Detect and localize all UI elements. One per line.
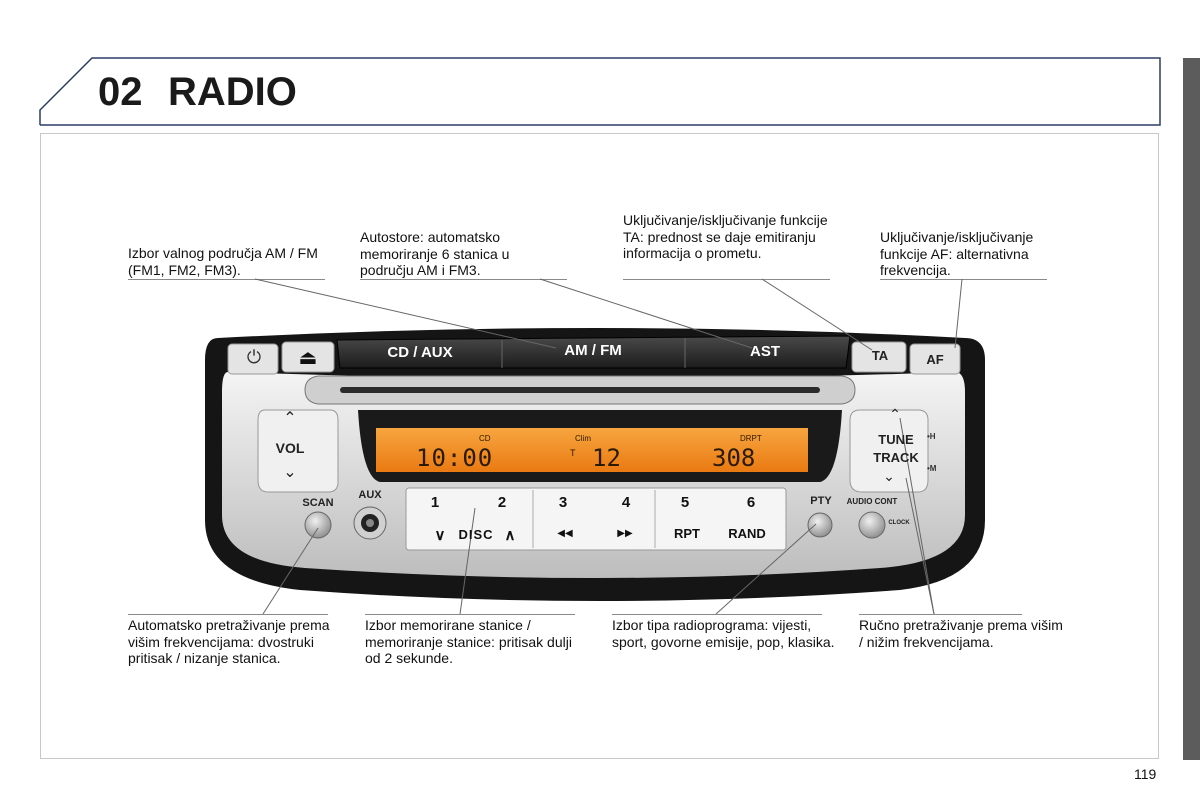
vol-rocker bbox=[257, 409, 339, 493]
vol-down-icon[interactable]: ⌄ bbox=[283, 464, 297, 481]
callout-band: Izbor valnog područja AM / FM (FM1, FM2,… bbox=[128, 245, 318, 278]
scan-knob bbox=[304, 511, 332, 539]
tune-rocker bbox=[849, 409, 929, 493]
preset-5-sub: RPT bbox=[674, 526, 700, 541]
preset-1-button[interactable]: 1 bbox=[430, 494, 440, 511]
display-range: 308 bbox=[712, 444, 756, 472]
callout-af: Uključivanje/isključivanje funkcije AF: … bbox=[880, 229, 1034, 278]
callout-rule bbox=[128, 279, 325, 280]
top-button-strip bbox=[336, 335, 851, 369]
aux-label: AUX bbox=[358, 489, 382, 501]
audio-cont-label[interactable]: AUDIO CONT bbox=[846, 497, 898, 506]
chapter-number: 02 bbox=[98, 70, 143, 114]
af-button-label[interactable]: AF bbox=[926, 352, 944, 367]
callout-preset: Izbor memorirane stanice / memoriranje s… bbox=[365, 617, 572, 666]
preset-4-sub: ▶▶ bbox=[617, 528, 633, 539]
side-tab bbox=[1183, 58, 1200, 760]
disc-label: DISC bbox=[458, 527, 494, 542]
callout-scan: Automatsko pretraživanje prema višim fre… bbox=[128, 617, 330, 666]
cd-slot bbox=[340, 387, 820, 393]
audio-cont-knob bbox=[858, 511, 886, 539]
display-clim-indicator: Clim bbox=[575, 434, 591, 443]
display-cd-indicator: CD bbox=[479, 434, 491, 443]
track-label: TRACK bbox=[873, 450, 919, 465]
callout-rule bbox=[365, 614, 575, 615]
callout-rule bbox=[880, 279, 1047, 280]
power-button bbox=[227, 343, 279, 375]
clock-label[interactable]: CLOCK bbox=[888, 520, 910, 526]
callout-pty: Izbor tipa radioprograma: vijesti, sport… bbox=[612, 617, 835, 650]
eject-button bbox=[281, 341, 335, 373]
ast-button[interactable]: AST bbox=[750, 343, 780, 360]
eject-icon[interactable]: ⏏ bbox=[298, 347, 318, 369]
callout-rule bbox=[859, 614, 1022, 615]
preset-panel bbox=[405, 487, 787, 551]
page-number: 119 bbox=[1134, 766, 1157, 782]
tune-up-icon[interactable]: ⌃ bbox=[889, 406, 901, 422]
preset-6-button[interactable]: 6 bbox=[746, 494, 756, 511]
callout-manual: Ručno pretraživanje prema višim / nižim … bbox=[859, 617, 1063, 650]
preset-1-sub: ∨ bbox=[434, 527, 446, 544]
display-drpt-indicator: DRPT bbox=[740, 434, 762, 443]
tune-side-m: •M bbox=[927, 464, 937, 473]
callout-rule bbox=[612, 614, 822, 615]
callout-rule bbox=[128, 614, 328, 615]
display-screen bbox=[376, 428, 808, 472]
vol-label: VOL bbox=[275, 440, 305, 456]
callout-ta: Uključivanje/isključivanje funkcije TA: … bbox=[623, 212, 828, 261]
display-temp: 12 bbox=[592, 444, 621, 472]
tune-label: TUNE bbox=[878, 432, 914, 447]
content-box bbox=[40, 133, 1159, 759]
preset-3-sub: ◀◀ bbox=[557, 528, 573, 539]
preset-5-button[interactable]: 5 bbox=[680, 494, 690, 511]
vol-up-icon[interactable]: ⌃ bbox=[283, 410, 297, 427]
preset-4-button[interactable]: 4 bbox=[621, 494, 631, 511]
preset-2-button[interactable]: 2 bbox=[497, 494, 507, 511]
display-t-indicator: T bbox=[570, 448, 576, 458]
tune-down-icon[interactable]: ⌄ bbox=[883, 468, 895, 484]
scan-label[interactable]: SCAN bbox=[302, 497, 334, 509]
preset-2-sub: ∧ bbox=[504, 527, 516, 544]
pty-label[interactable]: PTY bbox=[810, 495, 832, 507]
callout-rule bbox=[360, 279, 567, 280]
tune-side-h: •H bbox=[927, 432, 936, 441]
chapter-title: RADIO bbox=[168, 70, 297, 114]
cd-aux-button[interactable]: CD / AUX bbox=[387, 344, 453, 361]
callout-rule bbox=[623, 279, 830, 280]
callout-autostore: Autostore: automatsko memoriranje 6 stan… bbox=[360, 229, 510, 278]
preset-6-sub: RAND bbox=[728, 526, 766, 541]
am-fm-button[interactable]: AM / FM bbox=[564, 342, 622, 359]
display-time: 10:00 bbox=[416, 444, 494, 472]
header-frame bbox=[39, 57, 1161, 126]
preset-3-button[interactable]: 3 bbox=[558, 494, 568, 511]
ta-button-label[interactable]: TA bbox=[871, 348, 889, 363]
power-icon[interactable]: ⏻ bbox=[246, 347, 262, 367]
pty-knob bbox=[807, 512, 833, 538]
af-button bbox=[909, 343, 961, 375]
ta-button bbox=[851, 341, 907, 373]
